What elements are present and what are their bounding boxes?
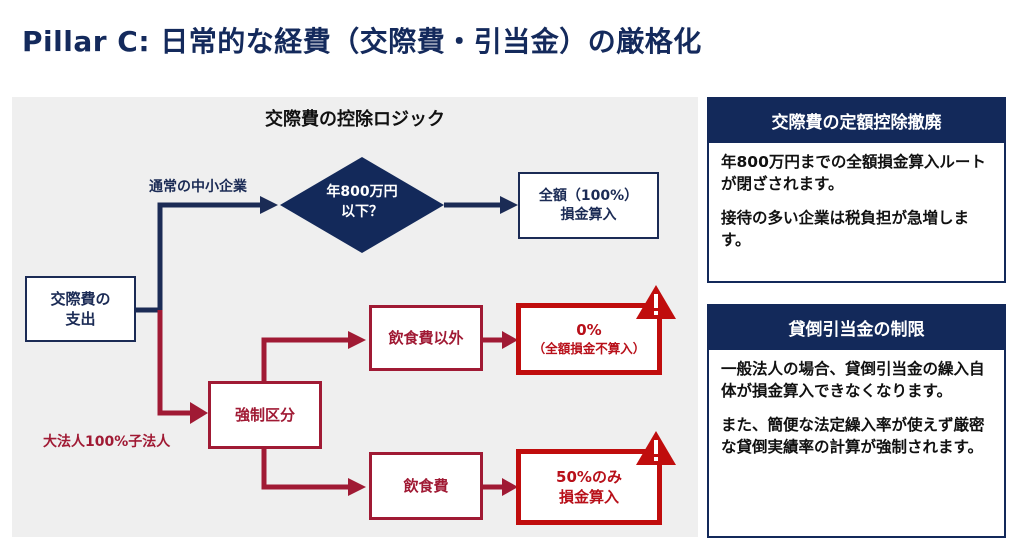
card-paragraph: 年800万円までの全額損金算入ルートが閉ざされます。	[721, 153, 986, 193]
arrowhead-to-food	[348, 478, 366, 496]
food-category-node: 飲食費	[369, 452, 483, 520]
arrowhead-to-non-food	[348, 331, 366, 349]
decision-line1: 年800万円	[326, 184, 398, 200]
sme-branch-label: 通常の中小企業	[149, 179, 247, 195]
card-paragraph: 一般法人の場合、貸倒引当金の繰入自体が損金算入できなくなります。	[721, 360, 985, 400]
page-title: Pillar C: 日常的な経費（交際費・引当金）の厳格化	[22, 25, 702, 58]
arrowhead-to-decision	[260, 196, 278, 214]
food-result-node: 50%のみ 損金算入	[516, 449, 662, 525]
flow-connectors	[134, 157, 518, 496]
card-title: 交際費の定額控除撤廃	[709, 99, 1004, 143]
food-result-line2: 損金算入	[558, 488, 619, 506]
full-deduction-result: 全額（100%） 損金算入	[518, 172, 659, 239]
card-title: 貸倒引当金の制限	[709, 306, 1004, 350]
full-deduction-line1: 全額（100%）	[538, 187, 639, 204]
warning-triangle-icon	[636, 431, 676, 465]
warning-triangle-icon	[636, 285, 676, 319]
card-paragraph: 接待の多い企業は税負担が急増します。	[721, 209, 970, 249]
start-node-entertainment-expense: 交際費の 支出	[25, 276, 136, 342]
food-result-line1: 50%のみ	[556, 467, 622, 486]
connector-to-non-food	[261, 337, 352, 384]
start-node-line1: 交際費の	[50, 289, 111, 308]
decision-line2: 以下？	[341, 203, 383, 220]
large-branch-label: 大法人100%子法人	[43, 434, 171, 450]
non-food-result-node: 0% （全額損金不算入）	[516, 303, 662, 375]
non-food-result-line2: （全額損金不算入）	[532, 340, 646, 356]
forced-classification-node: 強制区分	[208, 381, 322, 449]
full-deduction-line2: 損金算入	[560, 206, 617, 223]
deduction-logic-diagram: 交際費の控除ロジック 交際費の 支出 通常の中小企業 年800万円	[12, 97, 698, 537]
connector-large-branch	[157, 310, 194, 416]
non-food-result-line1: 0%	[576, 321, 602, 340]
connector-sme-branch	[134, 202, 264, 313]
arrowhead-to-result	[500, 196, 518, 214]
card-body: 年800万円までの全額損金算入ルートが閉ざされます。 接待の多い企業は税負担が急…	[709, 143, 1004, 259]
card-entertainment-deduction-abolished: 交際費の定額控除撤廃 年800万円までの全額損金算入ルートが閉ざされます。 接待…	[707, 97, 1006, 283]
connector-to-food	[261, 447, 352, 490]
decision-text: 年800万円 以下？	[302, 183, 422, 222]
decision-diamond	[280, 157, 444, 253]
non-food-category-node: 飲食費以外	[369, 305, 483, 371]
card-paragraph: また、簡便な法定繰入率が使えず厳密な貸倒実績率の計算が強制されます。	[721, 416, 985, 456]
arrowhead-non-food-result	[502, 331, 518, 349]
start-node-line2: 支出	[65, 310, 96, 328]
arrowhead-to-forced	[190, 402, 208, 424]
arrowhead-food-result	[502, 478, 518, 496]
card-body: 一般法人の場合、貸倒引当金の繰入自体が損金算入できなくなります。 また、簡便な法…	[709, 350, 1004, 466]
diagram-title: 交際費の控除ロジック	[265, 109, 445, 130]
card-bad-debt-allowance-limits: 貸倒引当金の制限 一般法人の場合、貸倒引当金の繰入自体が損金算入できなくなります…	[707, 304, 1006, 538]
